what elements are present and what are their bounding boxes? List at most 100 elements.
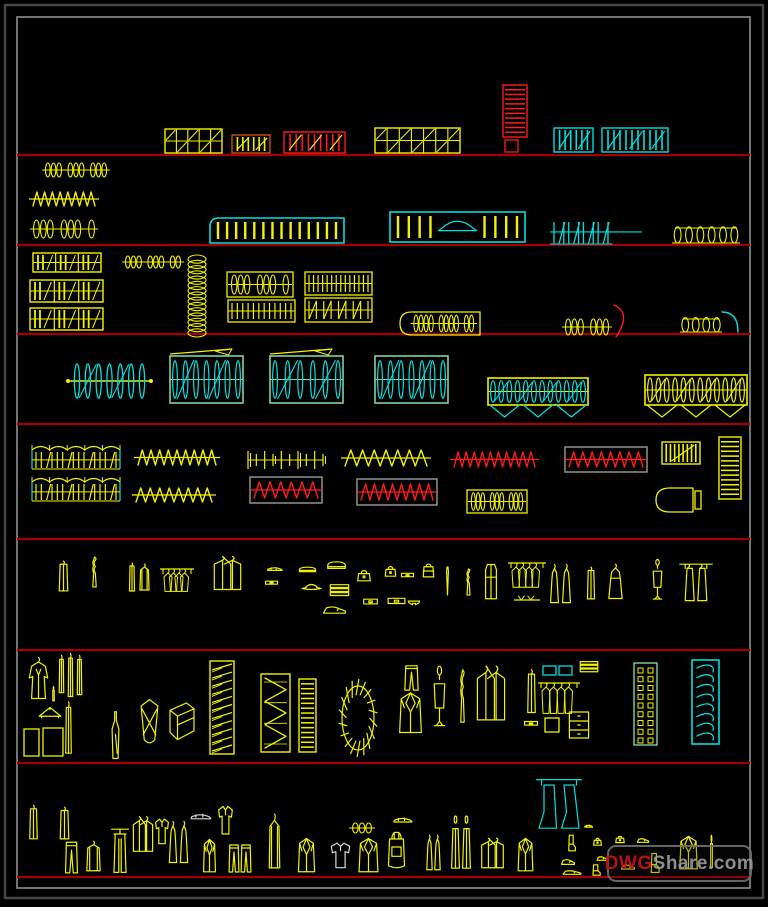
item-rect (504, 139, 519, 153)
glyph-doublecoat (133, 817, 152, 852)
glyph-boot (651, 853, 659, 872)
row-shelving-plan (29, 252, 739, 338)
glyph-case (388, 598, 405, 603)
glyph-towelstack (580, 662, 598, 672)
item-shelfbox (32, 252, 102, 273)
glyph-shoe (637, 839, 648, 843)
glyph-mannequin (434, 666, 445, 725)
glyph-clutch (402, 573, 414, 576)
glyph-suit (359, 838, 378, 871)
glyph-hexbox (170, 703, 194, 740)
item-gridbox (164, 128, 223, 154)
row-hanging-clothes-elevation (66, 348, 748, 418)
item-zigzag (134, 449, 220, 466)
glyph-vest (486, 565, 497, 599)
item-framedzig (564, 446, 648, 473)
glyph-longdress (551, 564, 559, 602)
glyph-doublecoat (482, 838, 504, 867)
inner-frame (16, 16, 751, 889)
item-rect (544, 717, 560, 733)
item-rack (538, 682, 580, 714)
drawing-frame (3, 3, 765, 900)
row-wardrobe-accessories (23, 654, 720, 759)
glyph-coat (140, 564, 149, 590)
item-barbox (502, 84, 528, 138)
glyph-shield (141, 700, 158, 743)
item-shelfbox (29, 279, 104, 303)
item-tallrack (633, 662, 658, 746)
item-tray (399, 311, 481, 336)
item-sqbox (169, 348, 244, 404)
row-rail-hatch-details (31, 436, 742, 514)
glyph-longdress (169, 821, 176, 862)
item-vcoil (187, 254, 207, 338)
glyph-suit (400, 693, 422, 733)
item-loopfence (680, 317, 722, 333)
row-hanger-rails-side (29, 162, 740, 245)
item-gridbox (374, 127, 461, 154)
glyph-candle (53, 687, 54, 701)
glyph-backpack (388, 832, 404, 867)
item-barbox (718, 436, 742, 500)
item-rect (23, 728, 40, 757)
watermark-suffix: Share.com (652, 852, 755, 874)
item-sqbox (269, 348, 344, 404)
glyph-clutch (266, 581, 278, 584)
glyph-longdress (427, 835, 432, 870)
glyph-drape (93, 557, 96, 587)
glyph-longdress (180, 821, 187, 862)
item-arc (721, 311, 739, 333)
item-barbox (231, 134, 271, 154)
item-wavybox (31, 445, 121, 470)
glyph-robe (29, 657, 47, 698)
item-loopbox (226, 271, 294, 298)
item-rack (508, 562, 546, 601)
glyph-garmentbag (588, 567, 595, 599)
glyph-suit (204, 839, 216, 871)
item-wavybox (31, 477, 121, 502)
glyph-doublecoat (477, 666, 504, 720)
glyph-cap (191, 814, 211, 819)
glyph-purse (616, 836, 624, 842)
glyph-shirt (219, 806, 233, 834)
glyph-towelstack (330, 585, 348, 596)
glyph-drawerbox (569, 712, 588, 738)
row-small-clothing-items (59, 557, 712, 614)
glyph-purse (385, 567, 396, 577)
glyph-suit (680, 836, 698, 868)
glyph-bag (423, 564, 434, 577)
glyph-standpants (112, 829, 129, 872)
item-zigzag (29, 191, 99, 207)
item-loops (30, 219, 98, 239)
item-ladder (209, 660, 235, 755)
glyph-shoe (324, 607, 346, 613)
glyph-garmentbag (130, 563, 135, 591)
item-ovalbrush (338, 678, 378, 758)
glyph-garmentbag (66, 702, 72, 753)
item-rect (558, 665, 573, 676)
glyph-suit (298, 838, 314, 871)
item-zigzag (450, 451, 539, 468)
glyph-drape (461, 670, 464, 722)
glyph-candle (711, 835, 713, 867)
item-zigrect (260, 673, 291, 753)
item-sqbox (644, 374, 748, 418)
glyph-shirt (331, 843, 349, 868)
item-sqbox (487, 377, 589, 418)
glyph-clutch (525, 721, 538, 725)
item-railbox (209, 217, 345, 244)
glyph-curtain (537, 780, 582, 829)
item-railbox (389, 211, 526, 243)
glyph-cap (585, 825, 593, 827)
glyph-garmentbag (528, 670, 536, 713)
item-barbox (661, 441, 701, 465)
glyph-garmentbag (77, 655, 82, 694)
glyph-purse (358, 571, 371, 581)
glyph-drape (467, 569, 470, 595)
glyph-figure (463, 816, 471, 868)
row-rack-plans-top (164, 84, 669, 154)
item-sqline (66, 363, 153, 399)
item-capsule (655, 487, 702, 513)
item-hatchbox (304, 297, 373, 323)
